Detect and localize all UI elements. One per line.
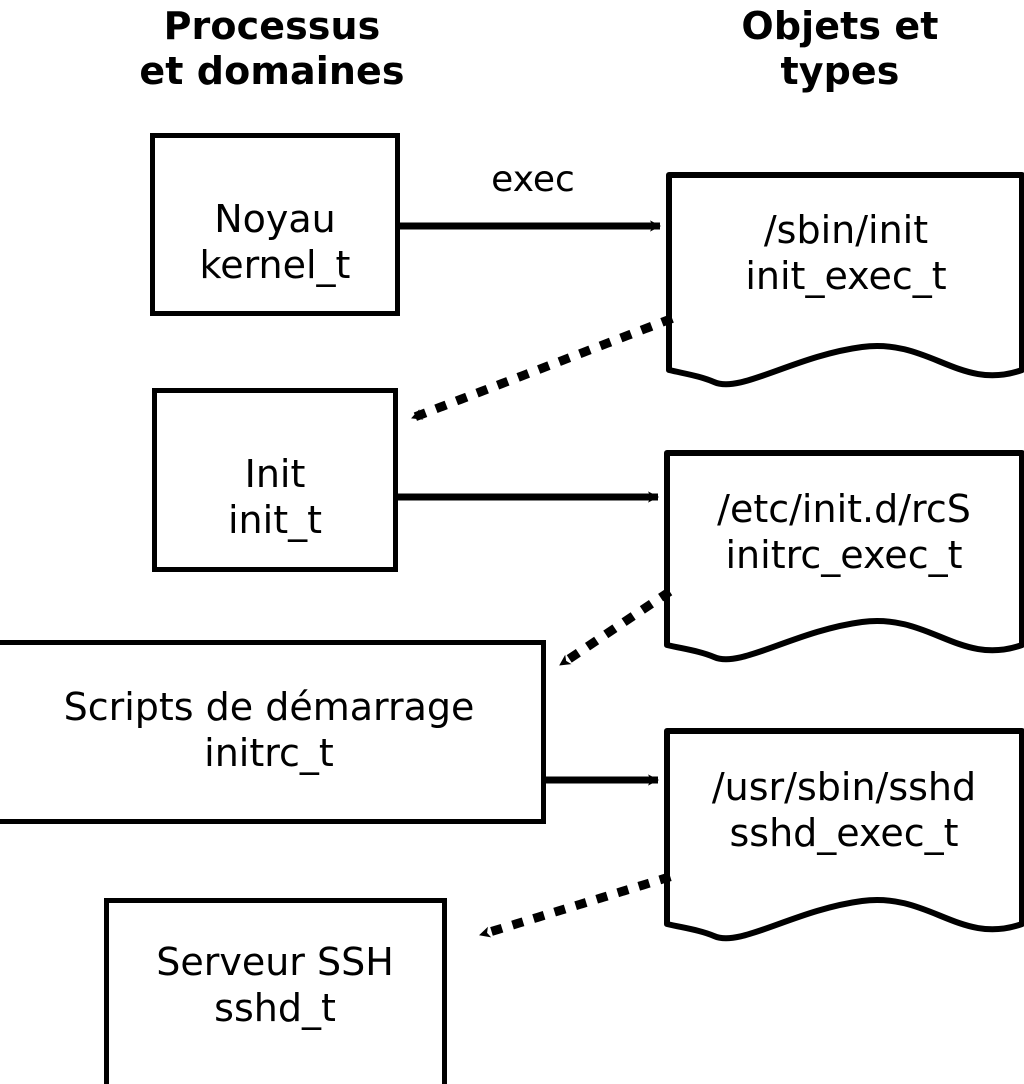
process-node-init[interactable] bbox=[154, 390, 396, 570]
process-box-sshd[interactable] bbox=[104, 898, 447, 1084]
object-node-init-exec[interactable] bbox=[669, 175, 1022, 385]
edge-initrc-exec-to-initrc bbox=[553, 587, 673, 672]
edge-label-exec: exec bbox=[491, 159, 575, 200]
object-shape-sshd-exec[interactable] bbox=[664, 728, 1024, 942]
column-header-processes: Processus et domaines bbox=[139, 4, 405, 93]
object-shape-initrc-exec[interactable] bbox=[664, 450, 1024, 663]
column-header-objects: Objets et types bbox=[741, 4, 939, 93]
process-node-initrc[interactable] bbox=[0, 642, 544, 822]
process-box-init[interactable] bbox=[152, 388, 398, 572]
object-shape-init-exec[interactable] bbox=[666, 172, 1024, 388]
process-node-sshd[interactable] bbox=[106, 900, 445, 1084]
edge-sshd-exec-to-sshd bbox=[474, 872, 672, 941]
object-node-sshd-exec[interactable] bbox=[667, 731, 1022, 940]
process-box-initrc[interactable] bbox=[0, 640, 546, 824]
process-node-kernel[interactable] bbox=[152, 135, 398, 314]
object-node-initrc-exec[interactable] bbox=[667, 453, 1022, 661]
process-box-kernel[interactable] bbox=[150, 133, 400, 316]
edge-init-exec-to-init bbox=[406, 314, 674, 424]
